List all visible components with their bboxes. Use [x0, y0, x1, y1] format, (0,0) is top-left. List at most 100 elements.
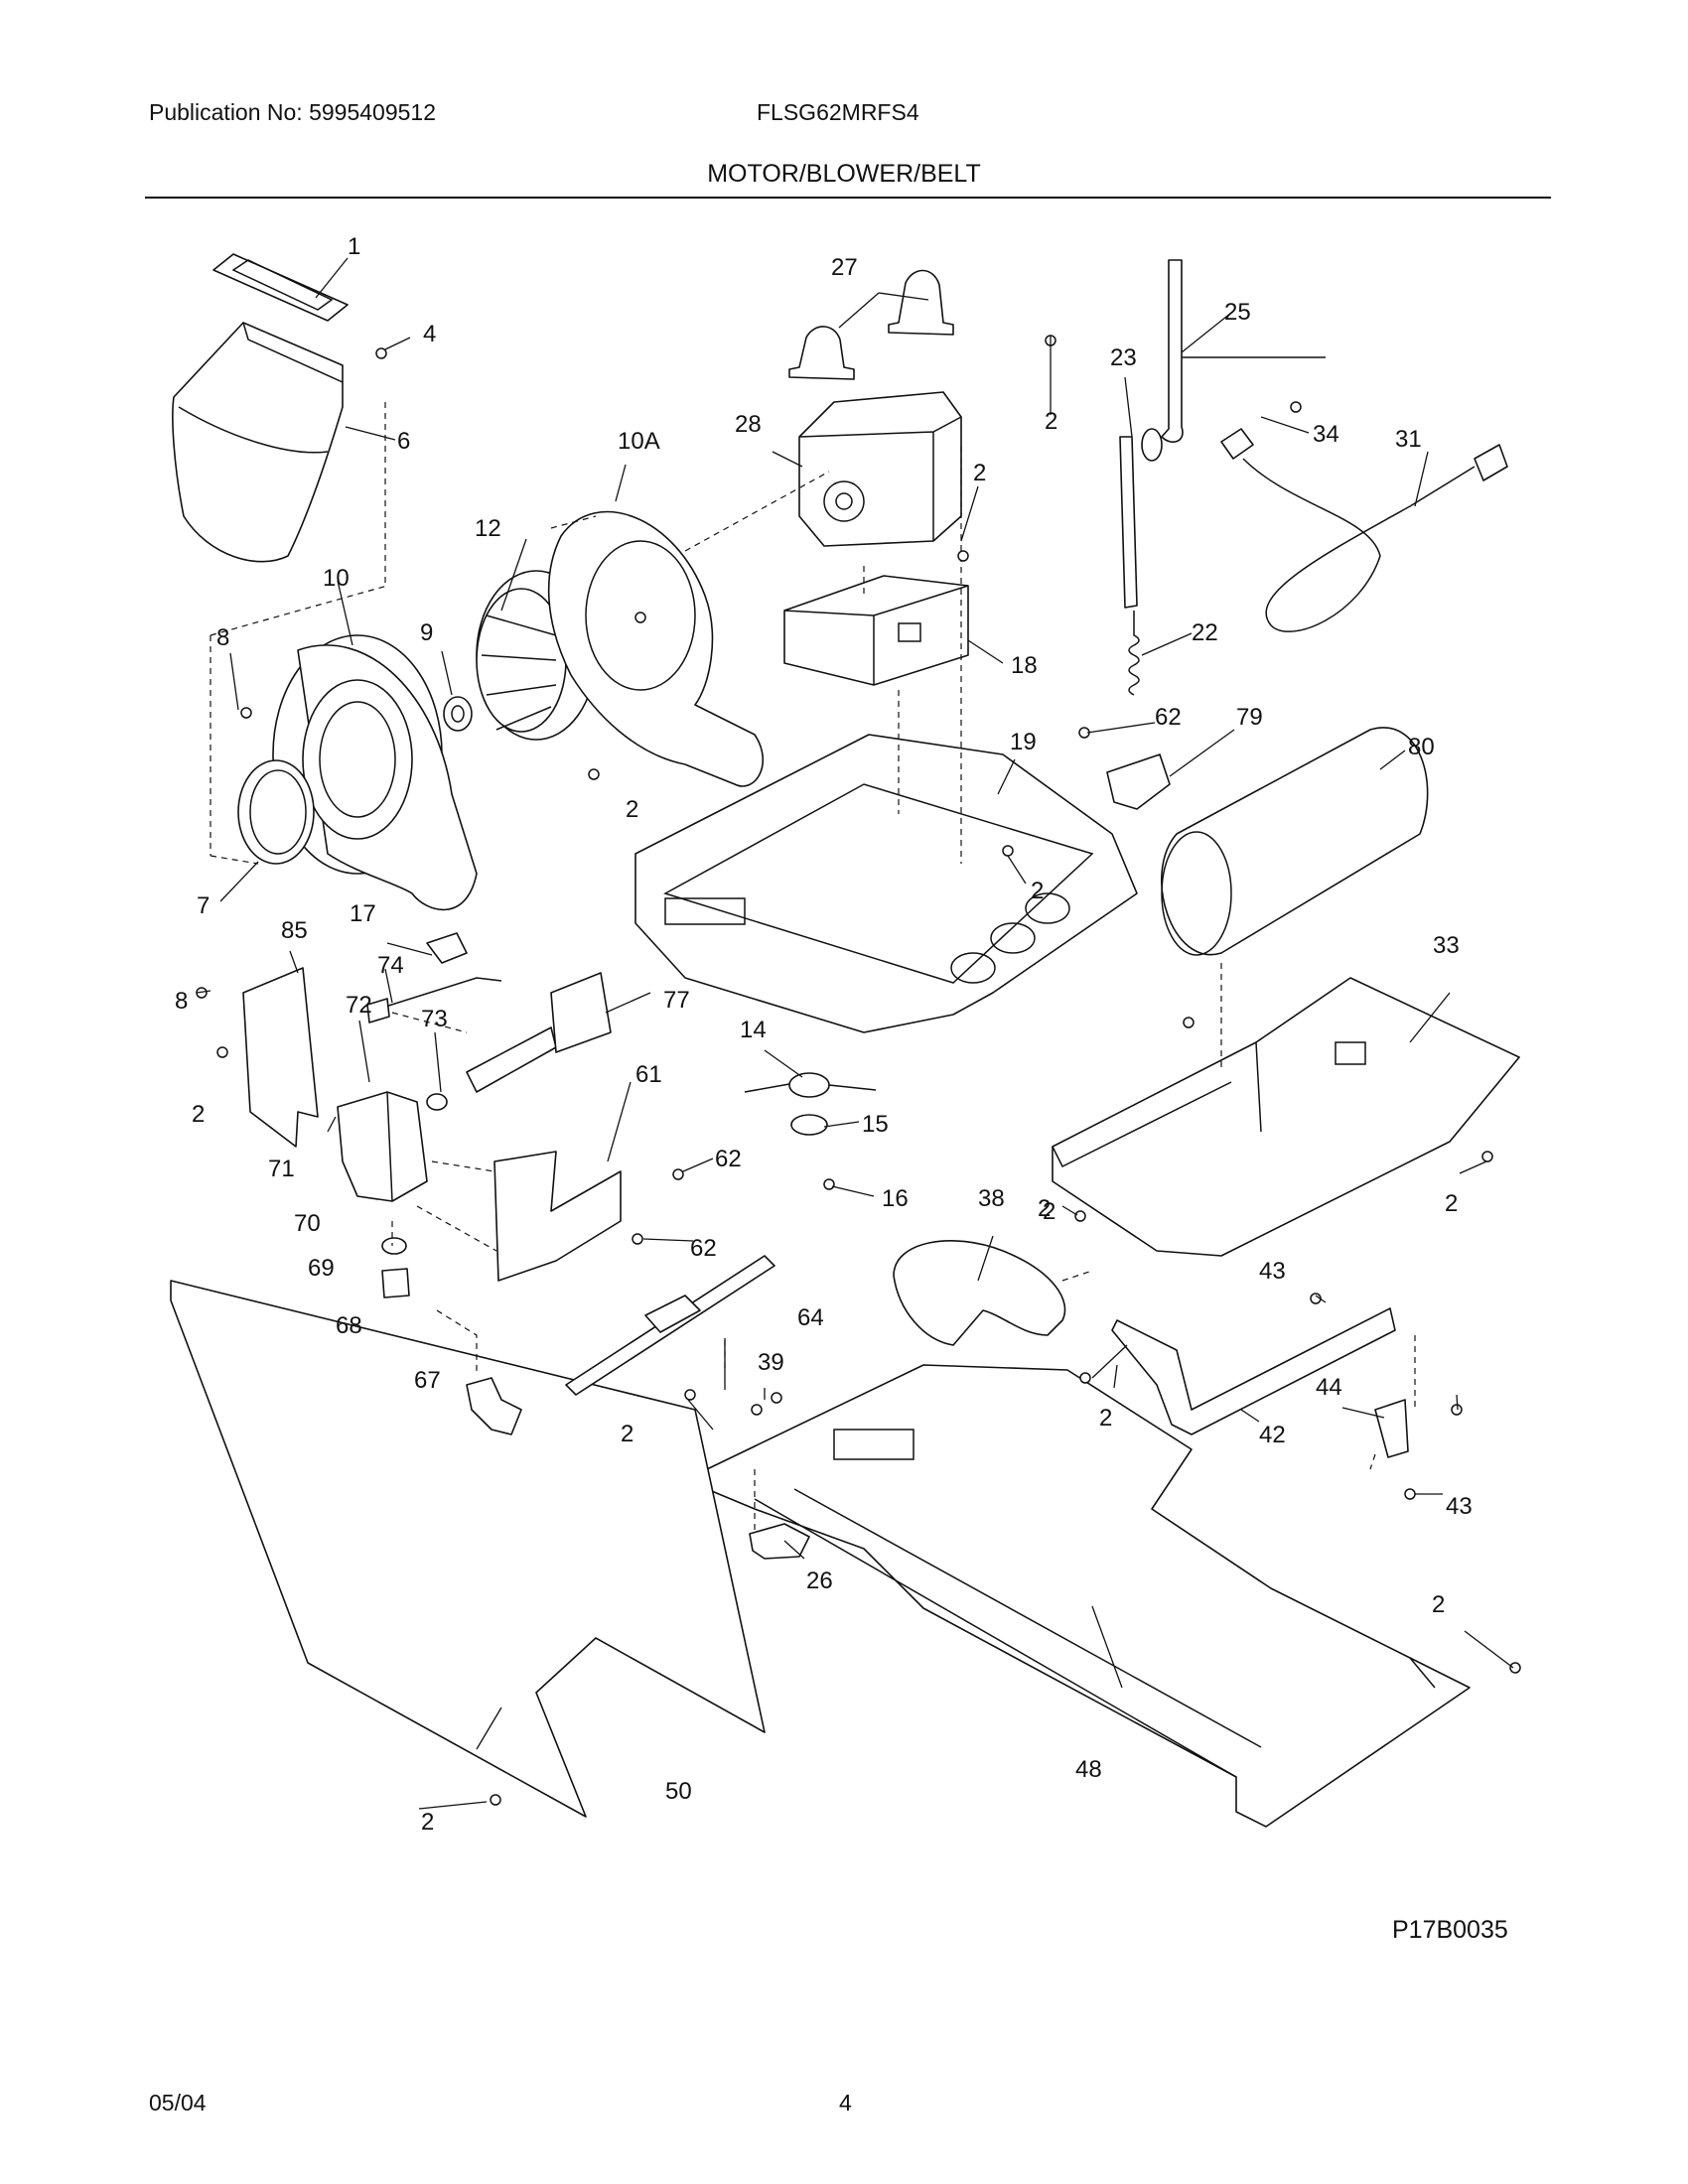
callout-38: 38 [978, 1185, 1005, 1212]
callout-33: 33 [1433, 932, 1460, 959]
part-blower-seal [237, 759, 315, 865]
header-rule [145, 197, 1551, 199]
callout-48: 48 [1075, 1756, 1102, 1783]
callout-2-rail: 2 [1099, 1405, 1112, 1432]
part-foot-pad [749, 1523, 810, 1560]
part-burner-tube [466, 972, 612, 1093]
callout-62-a: 62 [1155, 704, 1182, 731]
part-exhaust-duct [172, 322, 344, 563]
callout-43-a: 43 [1259, 1258, 1286, 1285]
footer-date: 05/04 [149, 2090, 207, 2116]
part-motor-clamps [788, 269, 954, 380]
callout-74: 74 [377, 952, 404, 979]
callout-18: 18 [1011, 652, 1038, 679]
callout-14: 14 [740, 1017, 767, 1043]
callout-77: 77 [663, 987, 690, 1014]
part-idler-arm [1119, 428, 1163, 609]
callout-42: 42 [1259, 1422, 1286, 1448]
part-blower-cover [547, 510, 765, 787]
callout-64: 64 [797, 1304, 824, 1331]
callout-23: 23 [1110, 344, 1137, 371]
part-gas-valve [337, 1091, 448, 1202]
callout-19: 19 [1010, 729, 1037, 755]
callout-1: 1 [348, 233, 360, 260]
callout-2-bar: 2 [621, 1421, 633, 1447]
part-orifice-nut [381, 1237, 407, 1255]
callout-28: 28 [735, 411, 762, 438]
callout-43-b: 43 [1446, 1493, 1473, 1520]
callout-62-b: 62 [715, 1146, 742, 1172]
callout-39: 39 [758, 1349, 784, 1376]
callout-34: 34 [1313, 421, 1339, 448]
callout-17: 17 [350, 900, 376, 927]
callout-2-cover-right: 2 [1445, 1190, 1458, 1217]
callout-71: 71 [268, 1156, 295, 1182]
callout-2-panel: 2 [1432, 1591, 1445, 1618]
part-burner-bracket [493, 1151, 622, 1282]
callout-80: 80 [1408, 734, 1435, 760]
part-base-tray [634, 734, 1138, 1033]
callout-85: 85 [281, 917, 308, 944]
callout-61: 61 [635, 1061, 662, 1088]
callout-2-motor: 2 [973, 460, 986, 486]
callout-15: 15 [862, 1111, 889, 1138]
callout-numbers: 1 4 6 10A 12 10 9 8 7 2 27 28 2 2 18 25 … [175, 233, 1473, 1836]
callout-27: 27 [831, 254, 858, 281]
publication-number: Publication No: 5995409512 [149, 99, 437, 125]
part-mounting-rail [1111, 1307, 1396, 1435]
part-motor-mount [783, 575, 969, 686]
callout-8: 8 [216, 624, 229, 651]
part-orifice [381, 1268, 410, 1298]
part-power-cord [1220, 428, 1508, 632]
part-vent-gasket [212, 253, 349, 322]
part-idler-spring [1128, 611, 1140, 696]
callout-31: 31 [1395, 426, 1422, 453]
part-heat-shield [242, 967, 319, 1148]
callout-62-c: 62 [690, 1235, 717, 1262]
callout-50: 50 [665, 1778, 692, 1805]
part-sensor-bracket [1106, 753, 1171, 810]
part-blower-housing [272, 634, 478, 911]
part-washer [443, 696, 473, 732]
callout-2-shield: 2 [192, 1101, 205, 1128]
callout-2-blower: 2 [626, 796, 638, 823]
callout-69: 69 [308, 1255, 335, 1282]
callout-2-duct: 2 [1043, 1198, 1055, 1225]
callout-4: 4 [423, 321, 436, 347]
callout-72: 72 [346, 992, 372, 1019]
callout-44: 44 [1316, 1374, 1342, 1401]
callout-10a: 10A [618, 428, 660, 455]
part-igniter [381, 977, 502, 1009]
callout-6: 6 [397, 428, 410, 455]
section-title: MOTOR/BLOWER/BELT [707, 160, 981, 188]
callout-2-tray: 2 [1031, 878, 1044, 904]
fastener-screws [196, 335, 1521, 1806]
callout-7: 7 [197, 892, 210, 919]
part-rail-clip [1374, 1399, 1409, 1458]
part-igniter-clip [426, 932, 468, 964]
callout-26: 26 [806, 1568, 833, 1594]
callout-16: 16 [882, 1185, 909, 1212]
part-flame-sensor [744, 1072, 877, 1136]
callout-25: 25 [1224, 299, 1251, 326]
callout-leaders [196, 257, 1514, 1810]
callout-2-top: 2 [1045, 408, 1057, 435]
part-duct-elbow [893, 1240, 1066, 1346]
callout-10: 10 [323, 565, 350, 592]
part-valve-mount-bar [565, 1255, 775, 1396]
part-base-panel [706, 1364, 1471, 1828]
part-idler-bracket [1161, 259, 1184, 443]
callout-73: 73 [421, 1006, 448, 1032]
callout-70: 70 [294, 1210, 321, 1237]
callout-2-cover-left: 2 [1038, 1195, 1051, 1222]
callout-22: 22 [1192, 619, 1218, 646]
model-number: FLSG62MRFS4 [757, 99, 919, 125]
part-combustion-cover [1052, 977, 1520, 1257]
part-drive-motor [798, 391, 962, 547]
part-burner-housing [1161, 727, 1429, 956]
figure-code: P17B0035 [1392, 1916, 1508, 1944]
part-side-panel [170, 1280, 766, 1818]
callout-9: 9 [420, 619, 433, 646]
callout-2-side: 2 [421, 1809, 434, 1836]
